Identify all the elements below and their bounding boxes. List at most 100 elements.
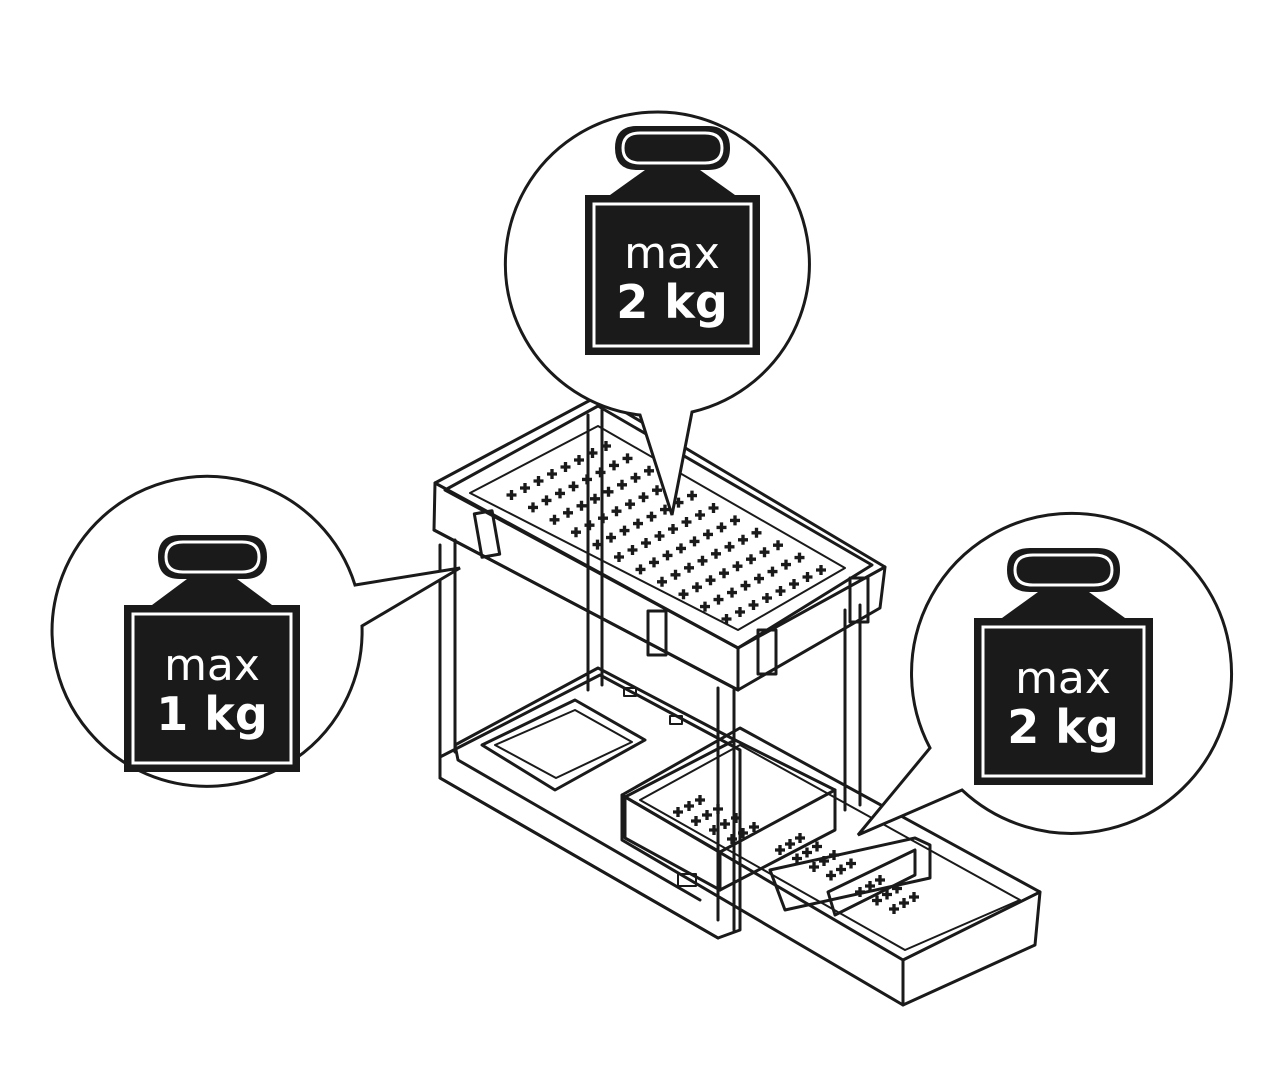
perforation-hole <box>571 527 581 538</box>
perforation-hole <box>875 875 885 885</box>
perforation-hole <box>692 582 702 593</box>
perforation-hole <box>528 502 538 513</box>
perforation-hole <box>676 543 686 554</box>
perforation-hole <box>781 559 791 570</box>
perforation-hole <box>746 554 756 565</box>
perforation-hole <box>789 579 799 589</box>
perforation-hole <box>678 589 689 600</box>
perforation-hole <box>775 586 786 596</box>
perforation-hole <box>709 825 719 835</box>
perforation-hole <box>627 545 638 555</box>
perforation-hole <box>592 539 603 550</box>
perforation-hole <box>574 455 584 466</box>
perforation-hole <box>668 524 678 534</box>
perforation-hole <box>587 448 598 459</box>
perforation-hole <box>836 864 846 875</box>
perforation-hole <box>560 462 571 473</box>
perforation-hole <box>547 469 557 480</box>
perforation-hole <box>549 514 560 525</box>
callout-left-line2: 1 kg <box>156 687 268 741</box>
perforation-hole <box>816 565 826 575</box>
perforation-hole <box>767 566 778 577</box>
perforation-hole <box>727 587 737 598</box>
perforation-hole <box>735 607 745 617</box>
perforation-hole <box>630 472 641 483</box>
perforation-hole <box>708 503 719 513</box>
perforation-hole <box>576 500 587 511</box>
perforation-hole <box>568 481 579 492</box>
callout-top-line1: max <box>624 228 720 279</box>
perforation-hole <box>716 522 727 533</box>
perforation-hole <box>625 499 635 510</box>
perforation-hole <box>809 862 819 872</box>
perforation-hole <box>644 465 654 476</box>
perforation-hole <box>681 517 692 527</box>
perforation-hole <box>812 841 822 852</box>
perforation-hole <box>695 795 705 805</box>
perforation-hole <box>713 804 723 814</box>
perforation-hole <box>705 575 716 586</box>
weight-icon <box>585 126 760 355</box>
callout-right-line2: 2 kg <box>1007 700 1119 754</box>
weight-icon <box>124 535 300 772</box>
perforation-hole <box>855 887 865 897</box>
perforation-hole <box>506 490 517 501</box>
perforation-hole <box>872 895 882 906</box>
perforation-hole <box>638 492 649 503</box>
perforation-hole <box>724 541 735 552</box>
perforation-hole <box>673 497 684 508</box>
perforation-hole <box>595 467 606 478</box>
perforation-hole <box>703 529 713 540</box>
perforation-hole <box>687 490 697 501</box>
perforation-hole <box>700 601 710 612</box>
perforation-hole <box>633 518 643 529</box>
perforation-hole <box>762 593 772 603</box>
perforation-hole <box>713 594 724 605</box>
perforation-hole <box>889 904 899 914</box>
perforation-hole <box>622 453 633 464</box>
perforation-hole <box>754 573 764 584</box>
perforation-hole <box>792 853 802 864</box>
perforation-hole <box>819 856 829 866</box>
perforation-hole <box>773 540 783 551</box>
perforation-hole <box>670 569 681 580</box>
perforation-hole <box>719 568 729 579</box>
perforation-hole <box>649 557 659 568</box>
perforation-hole <box>635 564 646 575</box>
organizer-illustration <box>432 394 1042 1007</box>
perforation-hole <box>619 525 630 536</box>
base-tray <box>438 666 742 940</box>
perforation-hole <box>660 504 670 515</box>
perforation-hole <box>654 531 665 541</box>
perforation-hole <box>730 515 740 526</box>
perforation-hole <box>702 810 712 820</box>
perforation-hole <box>802 847 812 858</box>
perforation-hole <box>598 513 608 524</box>
perforation-hole <box>732 561 743 572</box>
perforation-hole <box>909 892 919 902</box>
perforation-hole <box>673 807 683 817</box>
callout-right-line1: max <box>1015 653 1111 704</box>
perforation-hole <box>697 555 708 566</box>
callout-side-frame: max 1 kg <box>50 474 461 788</box>
perforation-hole <box>892 883 902 894</box>
perforation-hole <box>614 552 624 562</box>
perforation-hole <box>794 552 805 563</box>
perforation-hole <box>652 485 662 496</box>
callout-left-line1: max <box>164 640 260 691</box>
perforation-hole <box>684 562 694 573</box>
perforation-hole <box>720 819 730 829</box>
perforation-hole <box>606 532 616 543</box>
perforation-hole <box>738 534 748 545</box>
perforation-hole <box>759 547 770 558</box>
perforation-hole <box>582 474 592 485</box>
perforation-hole <box>846 858 856 869</box>
perforation-hole <box>711 548 721 559</box>
perforation-hole <box>731 813 741 823</box>
perforation-hole <box>775 845 785 855</box>
shelf-perforations <box>506 441 826 624</box>
perforation-hole <box>785 839 795 849</box>
perforation-hole <box>738 828 748 838</box>
